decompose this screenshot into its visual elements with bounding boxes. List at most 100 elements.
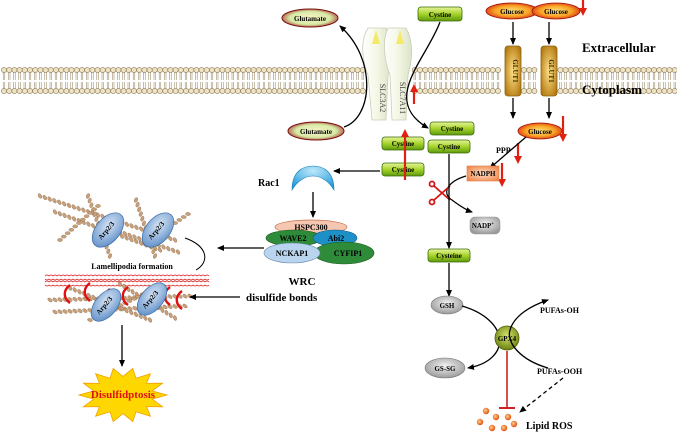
lipid-tail: [444, 82, 448, 89]
hspc300-label: HSPC300: [294, 223, 327, 232]
lipid-tail: [138, 82, 141, 89]
lipid-head: [313, 88, 319, 94]
lipid-tail: [522, 72, 526, 80]
lipid-tail: [54, 72, 58, 80]
lipid-head: [479, 67, 486, 73]
lipid-head: [489, 88, 496, 94]
lipid-head: [250, 67, 257, 73]
cystine-stack-label-2: Cystine: [438, 143, 461, 151]
lipid-head: [219, 88, 226, 94]
lipid-tail: [75, 82, 78, 89]
lipid-tail: [533, 72, 536, 80]
lipid-head: [110, 67, 117, 73]
lipid-tail: [252, 82, 255, 89]
lipid-tail: [158, 82, 162, 89]
actin-bead: [108, 253, 112, 259]
disulfide-bonds-label: disulfide bonds: [246, 292, 318, 304]
actin-bead: [118, 281, 122, 287]
actin-bead: [138, 211, 143, 217]
lipid-head: [671, 67, 677, 73]
lipid-tail: [268, 82, 271, 89]
lipid-head: [599, 67, 605, 73]
lipid-head: [479, 88, 486, 94]
lipid-head: [235, 88, 241, 94]
nadph-node: NADPH: [466, 165, 500, 182]
lipid-tail: [335, 82, 338, 89]
lipid-tail: [247, 82, 250, 89]
lipid-head: [209, 67, 215, 73]
lipid-head: [651, 67, 657, 73]
lipid-tail: [611, 82, 614, 89]
lipid-head: [6, 67, 13, 73]
lipid-head: [474, 67, 481, 73]
lipid-tail: [522, 82, 526, 89]
actin-bead: [172, 304, 178, 309]
lipid-tail: [460, 72, 463, 80]
lipid-tail: [205, 72, 208, 80]
lipid-tail: [195, 72, 198, 80]
lipid-tail: [559, 72, 562, 80]
actin-bead: [134, 224, 139, 230]
cystine-in-label: Cystine: [441, 125, 464, 133]
lipid-tail: [606, 72, 609, 80]
pufas-to-ros-arrow: [519, 377, 564, 413]
lipid-tail: [626, 82, 630, 89]
lipid-head: [115, 67, 122, 73]
lipid-tail: [309, 72, 312, 80]
lipid-head: [432, 88, 439, 94]
lipid-tail: [632, 82, 635, 89]
actin-bead: [80, 217, 86, 222]
lipid-tail: [642, 82, 645, 89]
lipid-tail: [340, 72, 344, 80]
actin-bead: [52, 297, 58, 303]
lipid-tail: [346, 72, 349, 80]
lipid-head: [640, 67, 647, 73]
lipid-tail: [190, 72, 193, 80]
lipid-tail: [434, 72, 437, 80]
actin-bead: [185, 212, 191, 216]
actin-bead: [72, 224, 78, 229]
disulfidptosis-label: Disulfidptosis: [91, 389, 156, 401]
lipid-head: [224, 67, 231, 73]
lipid-head: [333, 67, 340, 73]
lipid-head: [21, 67, 28, 73]
lipid-tail: [252, 72, 255, 80]
lipid-tail: [70, 82, 73, 89]
lipid-head: [458, 67, 465, 73]
lipid-head: [141, 67, 148, 73]
lipid-head: [261, 88, 267, 94]
actin-bead: [68, 228, 75, 232]
lipid-head: [307, 88, 314, 94]
glucose-out-node-2: Glucose: [531, 2, 581, 20]
lipid-head: [271, 67, 278, 73]
lipid-head: [203, 67, 210, 73]
actin-bead: [135, 202, 140, 208]
lipid-head: [578, 67, 585, 73]
lipid-tail: [642, 72, 645, 80]
glucose-out-label-2: Glucose: [544, 8, 568, 16]
lipid-tail: [86, 72, 89, 80]
lipid-head: [302, 88, 309, 94]
actin-bead: [72, 216, 77, 222]
glucose-out-label-1: Glucose: [500, 8, 524, 16]
lipid-tail: [663, 82, 666, 89]
lipid-head: [167, 88, 174, 94]
lipid-tail: [658, 82, 661, 89]
actin-bead: [94, 216, 99, 222]
disulfide-bond-arc: [175, 290, 183, 310]
actin-bead: [140, 216, 145, 222]
lipid-tail: [153, 72, 156, 80]
nadph-consume-arrow: [446, 175, 473, 213]
actin-bead: [176, 218, 183, 222]
lipid-tail: [486, 82, 489, 89]
actin-bead: [71, 204, 76, 210]
lipid-head: [1, 88, 7, 94]
lipid-tail: [600, 72, 604, 80]
lipid-head: [328, 67, 335, 73]
lipid-head: [105, 88, 111, 94]
lipid-tail: [8, 72, 11, 80]
lipid-head: [562, 88, 569, 94]
lipid-tail: [481, 72, 484, 80]
lipid-head: [666, 88, 673, 94]
lipid-head: [656, 67, 663, 73]
